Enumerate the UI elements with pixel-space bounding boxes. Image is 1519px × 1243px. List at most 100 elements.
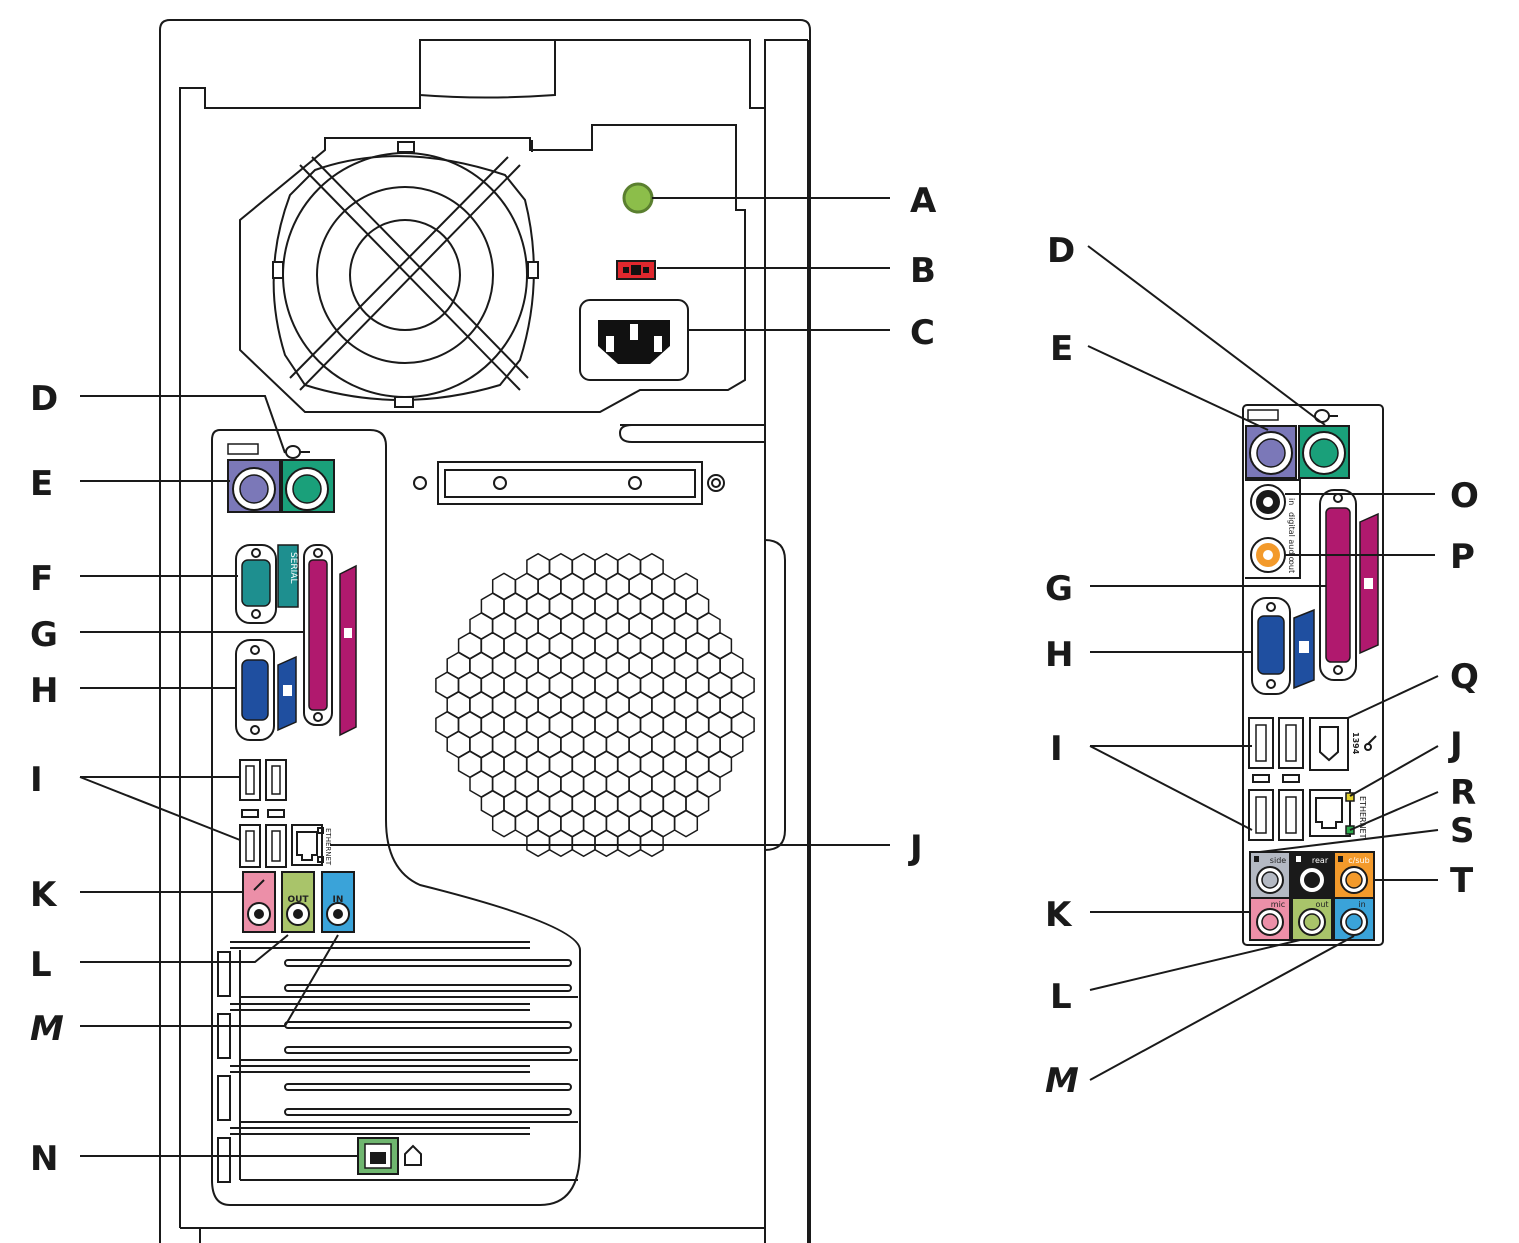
firewire-port[interactable]: 1394 — [1309, 717, 1377, 771]
usb-icon — [1252, 774, 1270, 783]
power-supply — [239, 124, 765, 443]
monitor-icon — [1299, 641, 1309, 653]
vent-hole — [571, 829, 596, 858]
side-jack-label: side — [1270, 856, 1286, 865]
firewire-icon — [1364, 735, 1377, 751]
keyboard-port-detail[interactable] — [1245, 409, 1297, 479]
center-sub-jack[interactable]: c/sub — [1333, 851, 1375, 903]
line-in-jack-label: in — [1358, 900, 1365, 909]
mouse-port[interactable] — [281, 445, 335, 513]
callout-labels-right: D E O P G H Q I J R S T K L M — [1045, 231, 1479, 1101]
usb-ports-detail[interactable] — [1248, 717, 1304, 841]
vent-hole — [491, 809, 517, 838]
detail-callout-t: T — [1450, 861, 1474, 901]
vga-port-detail[interactable] — [1251, 597, 1315, 695]
mouse-port-detail[interactable] — [1298, 409, 1350, 479]
spdif-in-port[interactable]: in — [1250, 484, 1296, 520]
power-connector — [579, 299, 689, 381]
usb-icon — [241, 809, 259, 818]
callout-e: E — [30, 464, 53, 504]
callout-k: K — [30, 875, 58, 915]
keyboard-icon — [227, 443, 259, 455]
callout-d: D — [30, 379, 58, 419]
line-out-jack-label: out — [1315, 900, 1328, 909]
keyboard-port[interactable] — [227, 443, 281, 513]
ethernet-port[interactable]: ETHERNET — [291, 824, 332, 866]
tower-chassis — [159, 19, 811, 1243]
speaker-icon — [1338, 856, 1343, 862]
usb-icon — [1282, 774, 1300, 783]
detail-callout-p: P — [1450, 537, 1475, 577]
firewire-label: 1394 — [1351, 732, 1360, 755]
parallel-port-detail[interactable] — [1319, 489, 1379, 681]
spdif-out-port[interactable]: out — [1250, 537, 1296, 573]
mic-jack[interactable] — [242, 871, 276, 933]
mic-jack-label: mic — [1271, 900, 1285, 909]
detail-callout-e: E — [1050, 329, 1073, 369]
line-out-label: OUT — [287, 895, 309, 905]
modem-jack[interactable] — [357, 1137, 422, 1175]
vent-hole — [617, 829, 642, 858]
rear-jack-label: rear — [1312, 856, 1329, 865]
usb-ports-upper[interactable] — [239, 759, 287, 818]
usb-icon — [267, 809, 285, 818]
ethernet-port-detail[interactable]: ETHERNET — [1309, 789, 1367, 839]
detail-callout-g: G — [1045, 569, 1073, 609]
callout-l: L — [30, 945, 52, 985]
speaker-icon — [1296, 856, 1301, 862]
serial-label: SERIAL — [288, 552, 298, 583]
callout-m: M — [30, 1009, 64, 1049]
vent-hole — [526, 829, 551, 858]
line-in-jack-detail[interactable]: in — [1333, 897, 1375, 941]
callout-b: B — [910, 251, 936, 291]
io-detail-panel — [1242, 404, 1384, 946]
detail-callout-m: M — [1045, 1061, 1079, 1101]
detail-callout-h: H — [1045, 635, 1073, 675]
vent-hole — [548, 829, 573, 858]
power-led — [622, 182, 654, 214]
detail-callout-s: S — [1450, 811, 1475, 851]
ventilation-grille — [435, 552, 755, 858]
callout-lines-right — [1087, 245, 1439, 1081]
detail-callout-r: R — [1450, 773, 1476, 813]
callout-j: J — [908, 828, 923, 868]
digital-audio-label: digital audio — [1287, 512, 1296, 562]
callout-i: I — [30, 760, 43, 800]
spdif-out-label: out — [1287, 560, 1296, 573]
detail-callout-i: I — [1050, 729, 1063, 769]
detail-callout-k: K — [1045, 895, 1073, 935]
callout-f: F — [30, 559, 53, 599]
usb-ports-lower[interactable] — [239, 824, 287, 868]
phone-icon — [404, 1144, 422, 1166]
vent-hole — [639, 829, 664, 858]
psu-fan — [272, 140, 539, 408]
rear-speaker-jack[interactable]: rear — [1291, 851, 1333, 903]
detail-callout-d: D — [1047, 231, 1075, 271]
detail-callout-o: O — [1450, 476, 1479, 516]
ethernet-label: ETHERNET — [324, 828, 332, 866]
callout-c: C — [910, 313, 935, 353]
monitor-icon — [283, 685, 292, 696]
vga-port[interactable] — [235, 639, 297, 741]
line-in-label: IN — [333, 895, 344, 905]
voltage-switch[interactable] — [616, 260, 656, 280]
speaker-icon — [1254, 856, 1259, 862]
vent-hole — [594, 829, 619, 858]
keyboard-icon — [1247, 409, 1279, 421]
line-out-jack-detail[interactable]: out — [1291, 897, 1333, 941]
vent-hole — [673, 809, 699, 838]
io-panel-outline — [211, 429, 581, 1206]
callout-labels-left: A B C D E F G H I J K L M N — [30, 181, 937, 1179]
serial-port[interactable]: SERIAL — [235, 544, 299, 624]
callout-lines-left — [79, 197, 890, 1157]
side-speaker-jack[interactable]: side — [1249, 851, 1291, 903]
mic-jack-detail[interactable]: mic — [1249, 897, 1291, 941]
line-out-jack[interactable]: OUT — [281, 871, 315, 933]
callout-g: G — [30, 615, 58, 655]
callout-a: A — [910, 181, 937, 221]
callout-n: N — [30, 1139, 58, 1179]
line-in-jack[interactable]: IN — [321, 871, 355, 933]
csub-jack-label: c/sub — [1348, 856, 1369, 865]
parallel-port[interactable] — [303, 544, 357, 737]
expansion-bracket — [413, 461, 725, 505]
